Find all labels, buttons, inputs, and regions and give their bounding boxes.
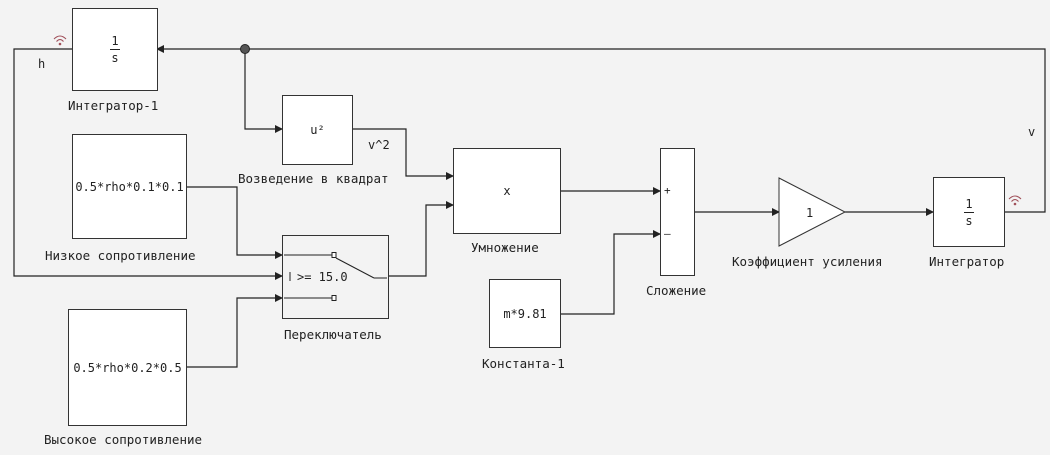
high-drag-block[interactable]: 0.5*rho*0.2*0.5 xyxy=(68,309,187,426)
gain-label: Коэффициент усиления xyxy=(732,254,883,269)
sum-minus-port: – xyxy=(664,227,671,240)
wire-v-feedback xyxy=(156,45,1046,213)
wire-v-to-squarer xyxy=(244,49,283,133)
constant-1-block[interactable]: m*9.81 xyxy=(489,279,561,348)
gain-value: 1 xyxy=(806,206,813,220)
integrator-1-label: Интегратор-1 xyxy=(68,98,159,113)
squarer-content: u² xyxy=(310,123,325,137)
switch-internals xyxy=(284,252,387,301)
sum-block[interactable]: + – xyxy=(660,148,695,276)
product-block[interactable]: x xyxy=(453,148,561,234)
wire-high-to-switch xyxy=(187,294,283,368)
integrator-tf: 1 s xyxy=(964,197,974,228)
wire-h-to-switch xyxy=(13,48,283,280)
high-drag-content: 0.5*rho*0.2*0.5 xyxy=(73,360,182,375)
low-drag-block[interactable]: 0.5*rho*0.1*0.1 xyxy=(72,134,187,239)
product-label: Умножение xyxy=(471,240,539,255)
constant-1-label: Константа-1 xyxy=(482,356,565,371)
wire-low-to-switch xyxy=(187,186,283,259)
switch-label: Переключатель xyxy=(284,327,382,342)
low-drag-content: 0.5*rho*0.1*0.1 xyxy=(75,179,184,194)
signal-log-icon-h[interactable] xyxy=(53,34,67,46)
gain-block[interactable] xyxy=(778,177,847,247)
integrator-num: 1 xyxy=(965,196,973,211)
signal-v2-label: v^2 xyxy=(368,138,390,152)
branch-point[interactable] xyxy=(240,44,250,54)
integrator-1-num: 1 xyxy=(111,34,119,48)
wire-v2-to-product xyxy=(353,128,454,180)
squarer-block[interactable]: u² xyxy=(282,95,353,165)
wire-const-to-sum xyxy=(561,230,661,315)
integrator-block[interactable]: 1 s xyxy=(933,177,1005,247)
low-drag-label: Низкое сопротивление xyxy=(45,248,196,263)
switch-block[interactable]: >= 15.0 xyxy=(282,235,389,319)
sum-plus-port: + xyxy=(664,184,671,197)
wire-switch-to-product xyxy=(389,201,454,277)
signal-log-icon-v[interactable] xyxy=(1008,194,1022,206)
integrator-1-block[interactable]: 1 s xyxy=(72,8,158,91)
constant-1-content: m*9.81 xyxy=(503,306,547,321)
sum-label: Сложение xyxy=(646,283,707,298)
product-content: x xyxy=(503,184,511,198)
high-drag-label: Высокое сопротивление xyxy=(44,432,203,447)
integrator-label: Интегратор xyxy=(929,254,1005,269)
integrator-1-tf: 1 s xyxy=(110,34,120,65)
switch-threshold: >= 15.0 xyxy=(297,270,348,284)
integrator-den: s xyxy=(965,213,973,228)
signal-h-label: h xyxy=(38,57,46,71)
signal-v-label: v xyxy=(1028,125,1036,139)
squarer-label: Возведение в квадрат xyxy=(238,171,389,186)
integrator-1-den: s xyxy=(111,51,119,65)
